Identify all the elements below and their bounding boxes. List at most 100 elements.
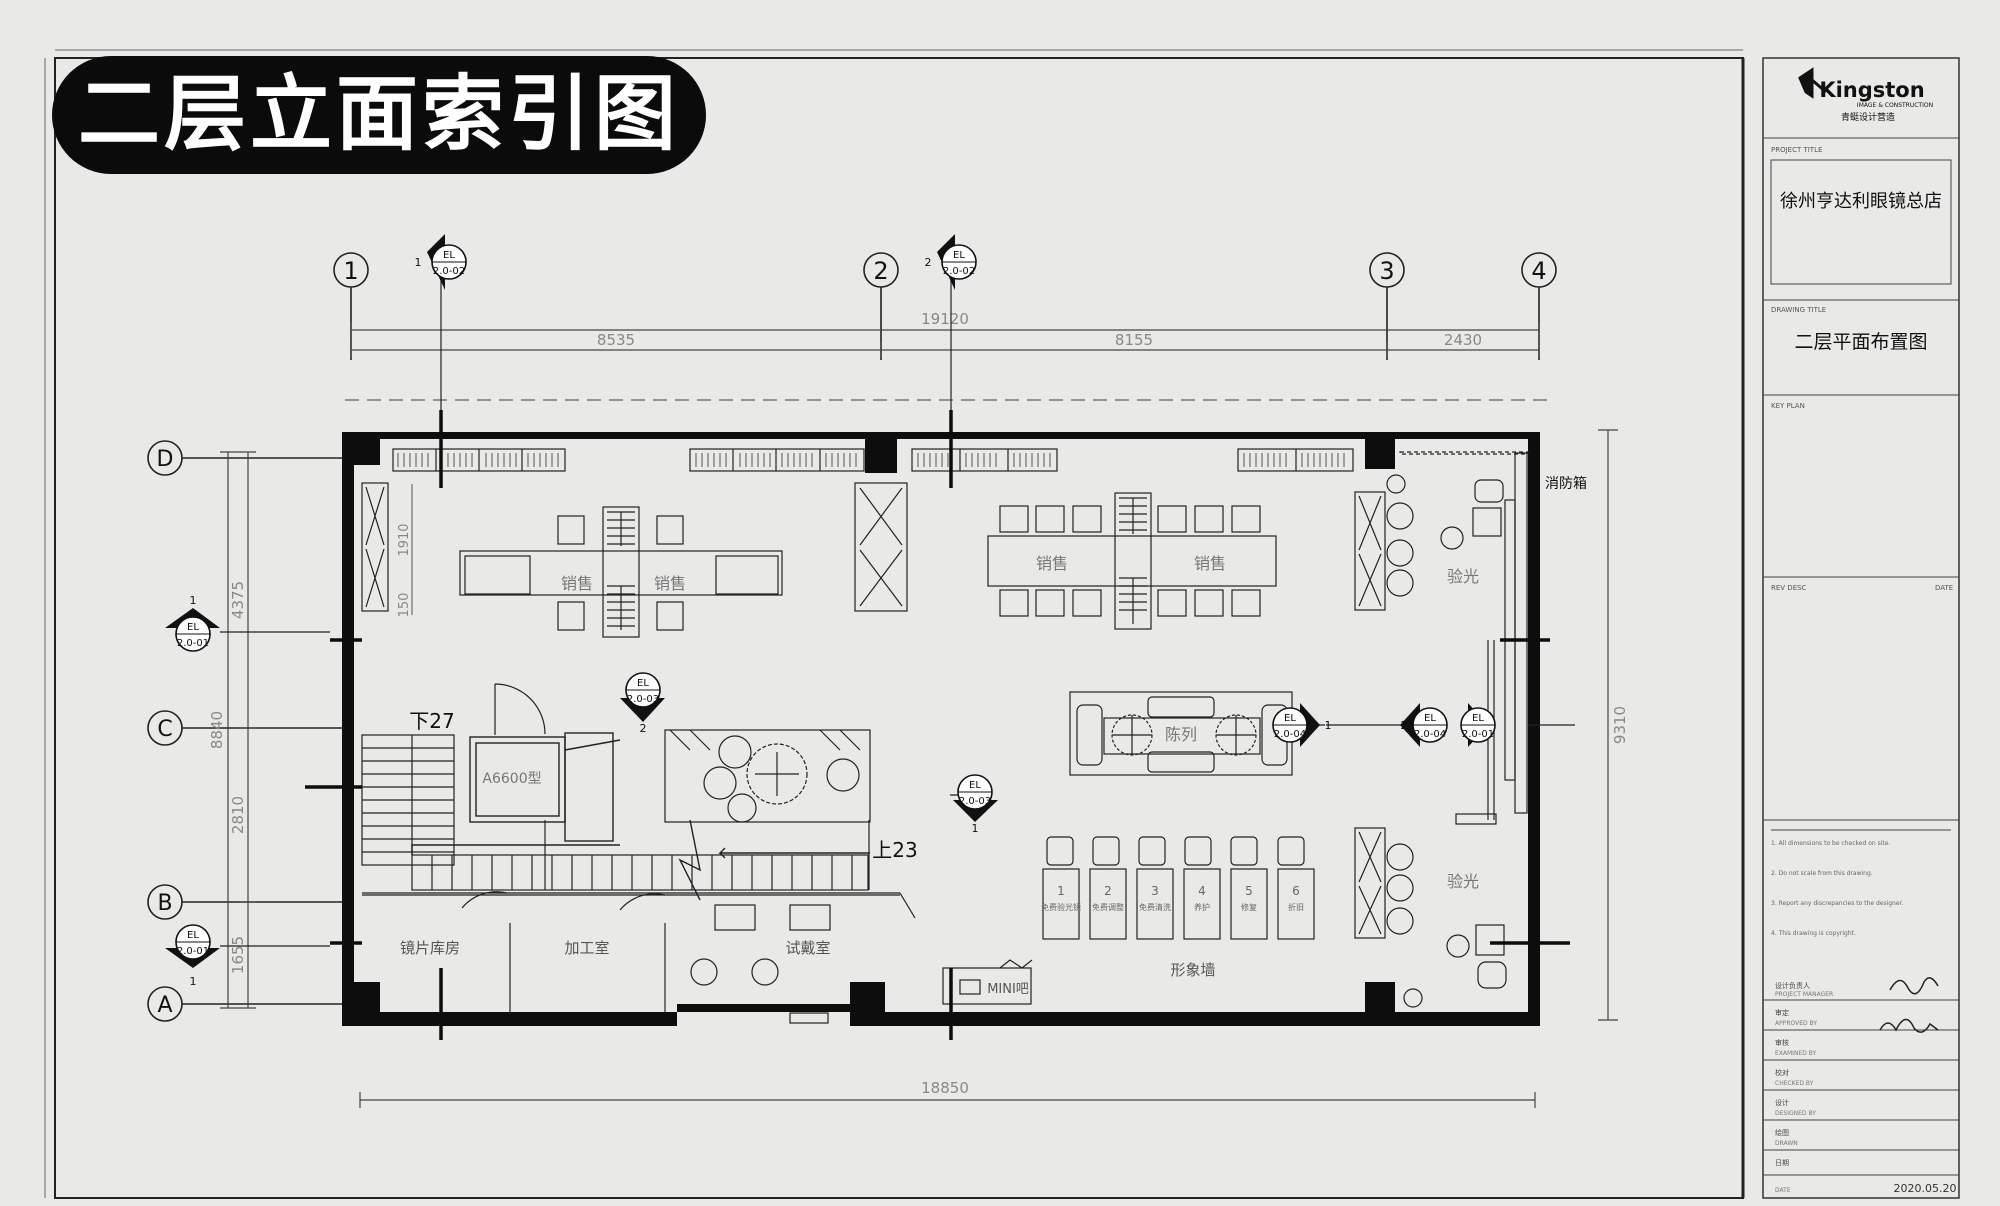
sheet-frame (54, 57, 1744, 1199)
station-label-2: 免费调整 (1092, 902, 1124, 912)
project-name: 徐州亨达利眼镜总店 (1780, 191, 1942, 212)
station-label-4: 养护 (1194, 902, 1210, 912)
dim-top-seg-3: 2430 (1444, 331, 1482, 349)
room-mini-bar: MINI吧 (987, 982, 1029, 997)
dim-left-seg-2: 2810 (229, 796, 247, 834)
fire-box-label: 消防箱 (1545, 476, 1587, 492)
field-5-en: DESIGNED BY (1775, 1110, 1816, 1117)
room-sales-4: 销售 (1194, 554, 1226, 573)
elev-tag-8-ref: 2.0-01 (1462, 729, 1494, 740)
date-value: 2020.05.20 (1894, 1182, 1957, 1195)
field-4-cn: 校对 (1775, 1068, 1789, 1077)
elev-tag-4-num: 2 (640, 722, 647, 735)
elevation-tag-5: EL 2.0-03 1 (953, 774, 998, 835)
dim-left-seg-3: 1655 (229, 936, 247, 974)
keyplan-label: KEY PLAN (1771, 402, 1805, 410)
elev-tag-4-el: EL (637, 678, 649, 689)
elev-tag-1-el: EL (443, 250, 455, 261)
drawing-name: 二层平面布置图 (1794, 331, 1927, 353)
room-sales-2: 销售 (654, 574, 686, 593)
optometry-area-bottom (1386, 474, 1507, 1008)
elev-tag-9-ref: 2.0-01 (177, 946, 209, 957)
window-shelves (392, 448, 1354, 472)
field-6-en: DRAWN (1775, 1140, 1798, 1147)
station-num-1: 1 (1057, 884, 1065, 898)
elevation-tag-2: EL 2.0-02 2 (925, 234, 977, 290)
service-stations (1042, 836, 1315, 940)
elevation-tag-4: EL 2.0-03 2 (620, 672, 665, 735)
project-label: PROJECT TITLE (1771, 146, 1822, 154)
dim-inner-1: 1910 (397, 523, 412, 556)
dim-inner-2: 150 (397, 593, 412, 618)
field-7-cn: 日期 (1775, 1159, 1789, 1167)
field-1-cn: 设计负责人 (1775, 981, 1810, 990)
room-display: 陈列 (1165, 725, 1197, 744)
elevation-tag-8: EL 2.0-01 (1460, 703, 1496, 747)
field-2-cn: 审定 (1775, 1008, 1789, 1017)
dim-left-seg-1: 4375 (229, 581, 247, 619)
field-6-cn: 绘图 (1775, 1128, 1789, 1137)
left-dimension (220, 451, 256, 1009)
right-dimension (1598, 429, 1618, 1021)
note-1: 1. All dimensions to be checked on site. (1771, 840, 1890, 847)
display-cabinets (361, 452, 1528, 939)
elev-tag-3-ref: 2.0-01 (177, 638, 209, 649)
elev-tag-6-ref: 2.0-04 (1274, 729, 1306, 740)
stair-arrows (411, 819, 870, 901)
axis-row-D: D (157, 447, 174, 472)
station-num-2: 2 (1104, 884, 1112, 898)
elev-tag-1-ref: 2.0-02 (433, 266, 465, 277)
station-num-6: 6 (1292, 884, 1300, 898)
stair-down-label: 下27 (409, 709, 454, 733)
note-2: 2. Do not scale from this drawing. (1771, 870, 1873, 877)
field-5-cn: 设计 (1775, 1098, 1789, 1107)
elev-tag-9-num: 1 (190, 975, 197, 988)
dim-left-total: 8840 (208, 711, 226, 749)
field-2-en: APPROVED BY (1775, 1020, 1817, 1027)
title-block-lines (1763, 137, 1959, 1176)
room-sales-3: 销售 (1036, 554, 1068, 573)
brand-name: Kingston (1819, 78, 1924, 102)
field-4-en: CHECKED BY (1775, 1080, 1814, 1087)
signature-2 (1879, 1018, 1939, 1033)
station-num-3: 3 (1151, 884, 1159, 898)
station-label-5: 修复 (1241, 902, 1257, 912)
elev-tag-2-ref: 2.0-02 (943, 266, 975, 277)
room-lens-storage: 镜片库房 (400, 939, 460, 957)
room-image-wall: 形象墙 (1170, 961, 1215, 979)
elev-tag-2-el: EL (953, 250, 965, 261)
axis-col-2: 2 (873, 257, 888, 285)
room-sales-1: 销售 (561, 574, 593, 593)
room-optometry-1: 验光 (1447, 567, 1479, 586)
dim-top-seg-1: 8535 (597, 331, 635, 349)
field-3-en: EXAMINED BY (1775, 1050, 1817, 1057)
elevation-tag-7: EL 2.0-04 2 (1400, 703, 1448, 747)
brand-cn: 青蜓设计营造 (1841, 111, 1895, 123)
elev-tag-6-el: EL (1284, 713, 1296, 724)
sales-table-right (987, 492, 1277, 630)
sales-table-left (459, 506, 783, 638)
window-ticks (397, 453, 1345, 467)
signature-1 (1889, 977, 1939, 995)
elev-tag-5-num: 1 (972, 822, 979, 835)
section-cut-lines (305, 410, 1570, 1040)
axis-row-C: C (157, 717, 172, 742)
axis-row-A: A (157, 993, 172, 1018)
field-3-cn: 审核 (1775, 1038, 1789, 1047)
elevator (469, 732, 621, 842)
elev-tag-3-el: EL (187, 622, 199, 633)
station-num-4: 4 (1198, 884, 1206, 898)
elev-tag-3-num: 1 (190, 594, 197, 607)
dim-top-seg-2: 8155 (1115, 331, 1153, 349)
note-4: 4. This drawing is copyright. (1771, 930, 1856, 937)
elev-tag-4-ref: 2.0-03 (627, 694, 659, 705)
elevation-tag-1: EL 2.0-02 1 (415, 234, 467, 290)
room-fitting: 试戴室 (785, 939, 830, 957)
plant-icon-display (1111, 714, 1257, 756)
mini-bar (942, 959, 1033, 1005)
back-rooms (362, 891, 916, 1024)
axis-col-3: 3 (1379, 257, 1394, 285)
station-label-3: 免费清洗 (1139, 902, 1171, 912)
top-dimension (350, 322, 1540, 358)
